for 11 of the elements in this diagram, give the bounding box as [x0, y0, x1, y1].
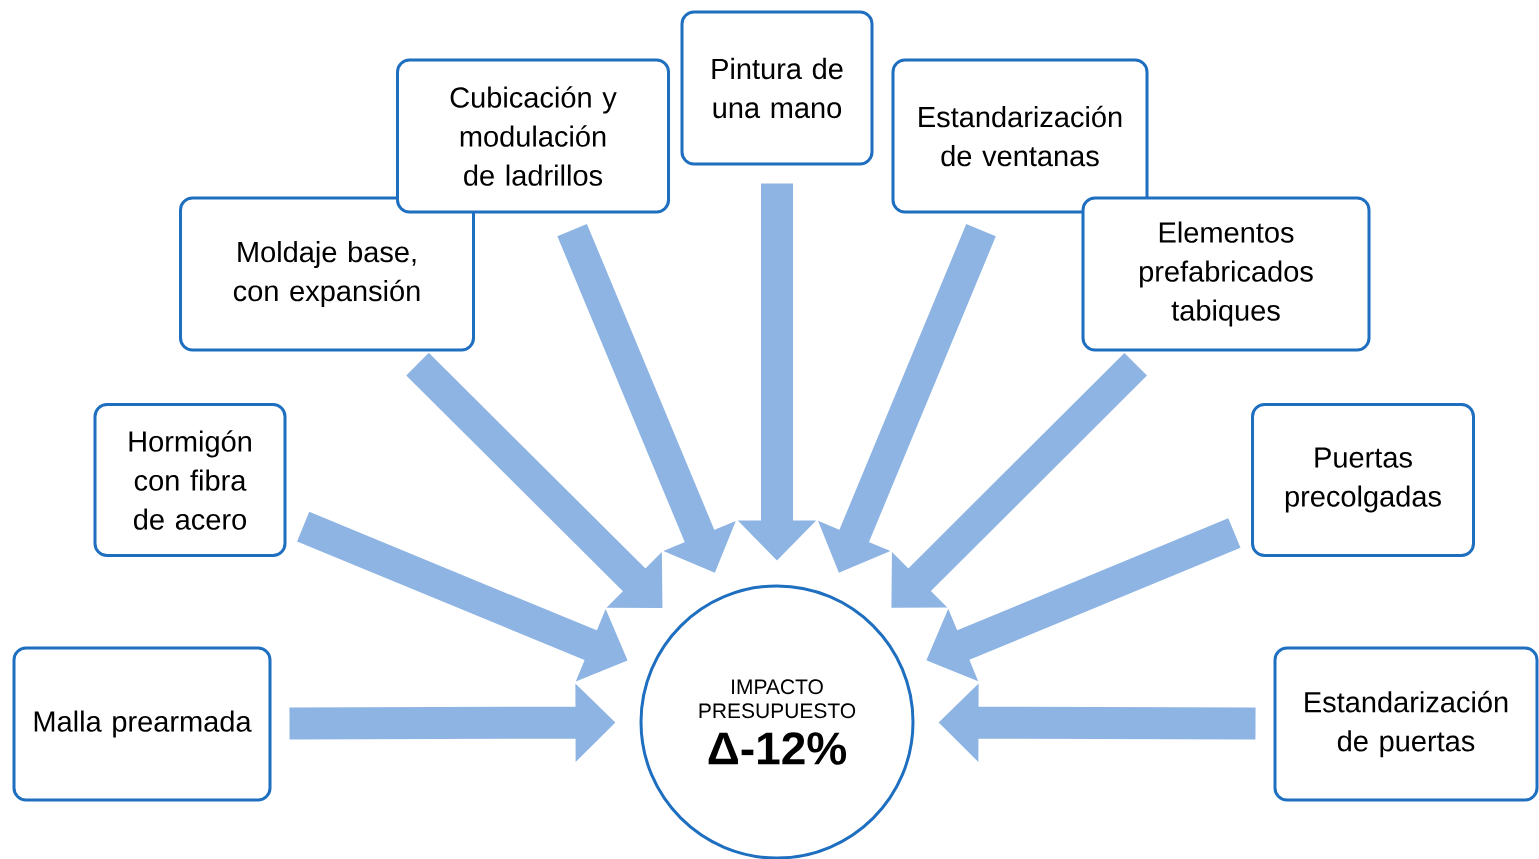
process-box: Estandarización de ventanas [891, 58, 1149, 214]
process-box: Elementos prefabricados tabiques [1081, 196, 1371, 352]
process-box: Cubicación y modulación de ladrillos [396, 58, 670, 214]
process-box: Puertas precolgadas [1251, 403, 1475, 557]
process-box: Estandarización de puertas [1273, 646, 1539, 802]
process-box: Hormigón con fibra de acero [93, 403, 287, 557]
process-box: Pintura de una mano [680, 10, 874, 166]
block-arrow [406, 352, 663, 608]
process-box: Moldaje base, con expansión [179, 196, 475, 352]
process-box: Malla prearmada [12, 646, 272, 802]
block-arrow [891, 352, 1147, 608]
